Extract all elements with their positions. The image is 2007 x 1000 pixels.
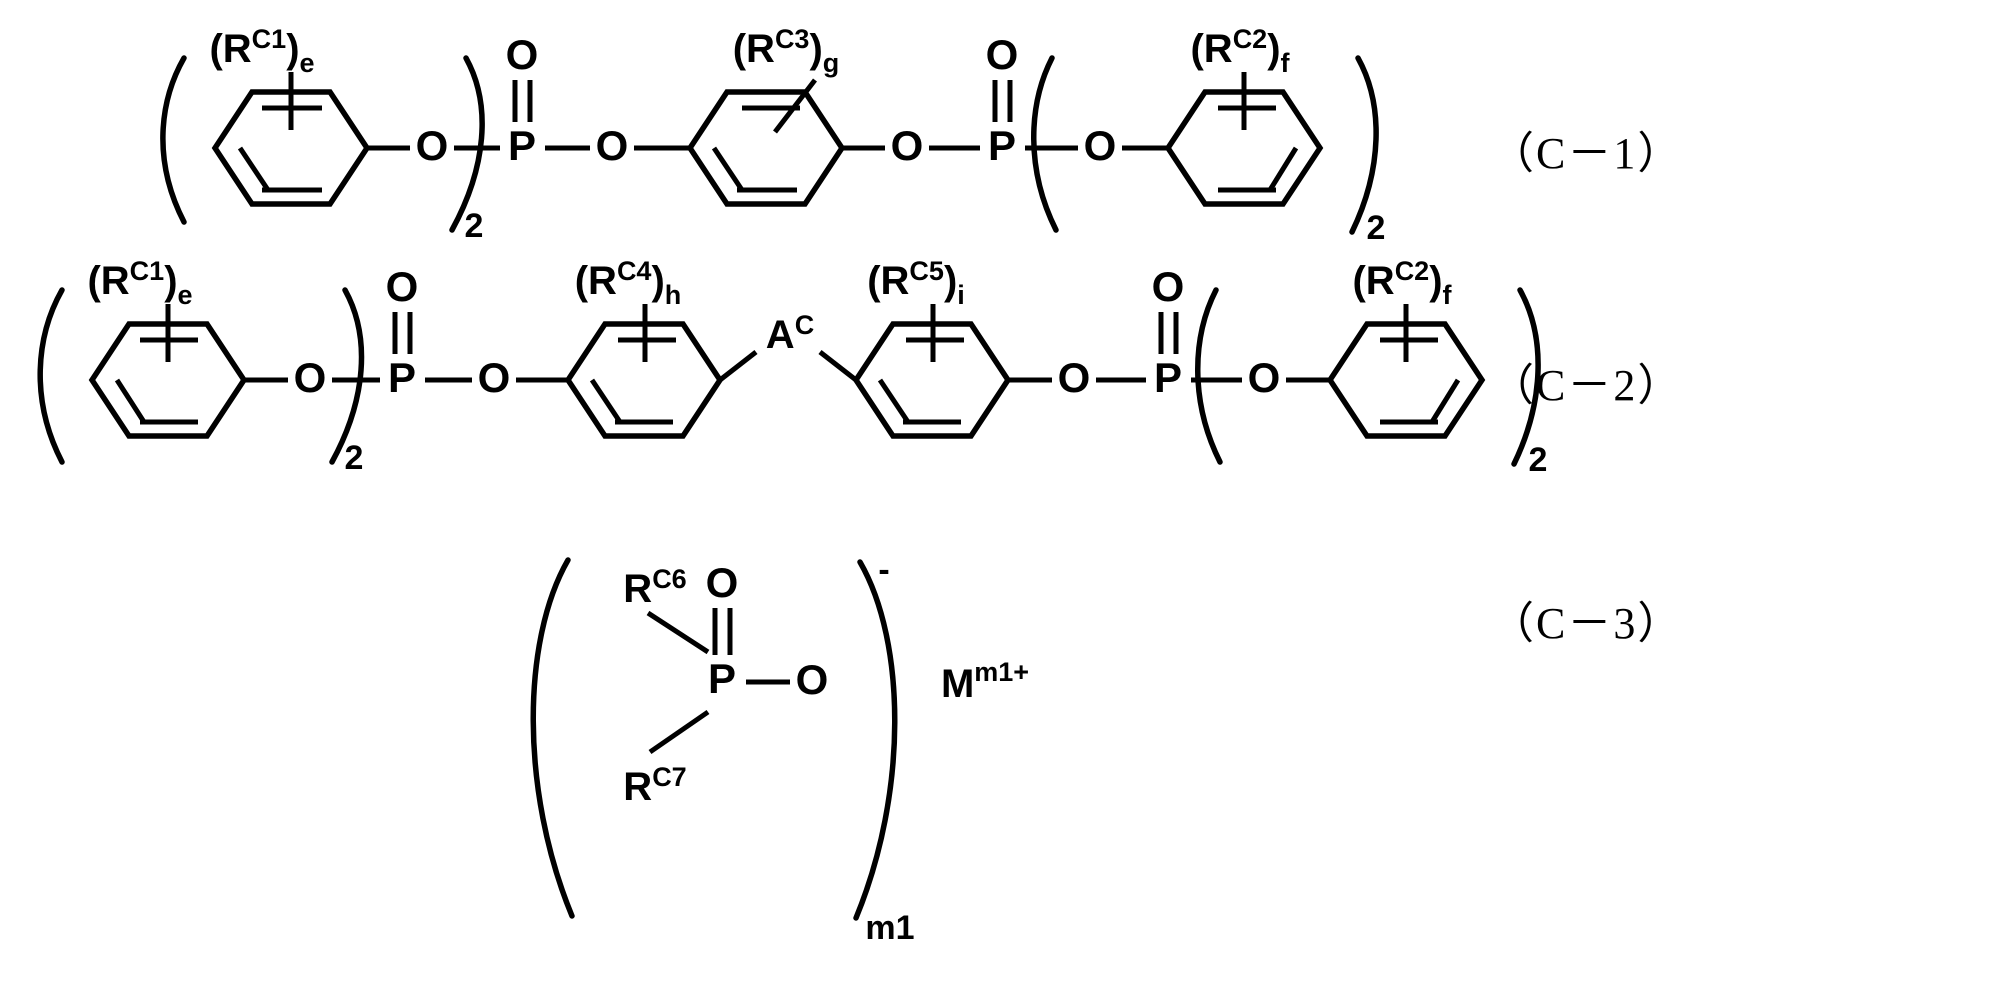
c2-group-rc5: (RC5)i bbox=[867, 256, 965, 310]
c2-bond-bridge-ring-right bbox=[818, 350, 858, 382]
c2-atom-p1: P bbox=[388, 354, 416, 401]
c2-right-paren-close-icon bbox=[1511, 287, 1541, 467]
c1-group-rc2: (RC2)f bbox=[1190, 24, 1290, 78]
c1-atom-p1: P bbox=[508, 122, 536, 169]
c1-left-bracket-group bbox=[160, 55, 187, 225]
c2-group-rc1: (RC1)e bbox=[87, 256, 192, 310]
c2-subscript-2-right: 2 bbox=[1529, 441, 1548, 479]
c2-subscript-2-left: 2 bbox=[345, 439, 364, 477]
c1-left-paren-close-icon bbox=[449, 55, 485, 233]
c1-atom-o1: O bbox=[416, 122, 449, 169]
c3-charge-minus: - bbox=[878, 551, 889, 589]
c3-subscript-m1: m1 bbox=[865, 909, 914, 947]
c2-group-rc2: (RC2)f bbox=[1352, 256, 1452, 310]
c1-subscript-2-right: 2 bbox=[1367, 209, 1386, 247]
c1-atom-o-double-1: O bbox=[506, 31, 539, 78]
formula-label-c2: （C－2） bbox=[1490, 361, 1683, 410]
c2-group-rc4: (RC4)h bbox=[575, 256, 682, 310]
c1-subscript-2-left: 2 bbox=[465, 207, 484, 245]
c2-atom-o-double-1: O bbox=[386, 263, 419, 310]
c1-right-paren-close-icon bbox=[1349, 55, 1379, 235]
c1-right-paren-open-icon bbox=[1031, 55, 1059, 233]
c2-atom-o4: O bbox=[1248, 354, 1281, 401]
formula-label-c1: （C－1） bbox=[1490, 129, 1683, 178]
c1-atom-o4: O bbox=[1084, 122, 1117, 169]
c2-bond-ring-bridge-left bbox=[718, 350, 758, 382]
c2-ring-right bbox=[1326, 321, 1486, 439]
c2-bridge-group-ac: AC bbox=[766, 310, 814, 357]
c2-left-paren-open-icon bbox=[37, 287, 65, 465]
c3-bond-rc6-p bbox=[646, 610, 710, 655]
c2-atom-o-double-2: O bbox=[1152, 263, 1185, 310]
c3-counter-ion-m: Mm1+ bbox=[941, 657, 1029, 706]
c3-atom-o-double: O bbox=[706, 559, 739, 606]
c3-group-rc6: RC6 bbox=[623, 564, 686, 611]
c3-atom-o-anion: O bbox=[796, 656, 829, 703]
c2-atom-o2: O bbox=[478, 354, 511, 401]
c1-ring-right bbox=[1164, 89, 1324, 207]
c3-bond-rc7-p bbox=[648, 709, 710, 755]
c1-atom-p2: P bbox=[988, 122, 1016, 169]
c1-group-rc1: (RC1)e bbox=[209, 24, 314, 78]
c3-paren-close-icon bbox=[853, 559, 898, 921]
c2-left-paren-close-icon bbox=[329, 287, 365, 465]
formula-label-c3: （C－3） bbox=[1490, 599, 1683, 648]
c1-substituent-bond-center bbox=[773, 78, 817, 134]
c2-atom-o1: O bbox=[294, 354, 327, 401]
c1-atom-o3: O bbox=[891, 122, 924, 169]
c1-group-rc3: (RC3)g bbox=[733, 24, 840, 78]
c2-right-paren-open-icon bbox=[1195, 287, 1223, 465]
c1-atom-o2: O bbox=[596, 122, 629, 169]
left-paren-open-icon bbox=[160, 55, 187, 225]
c1-atom-o-double-2: O bbox=[986, 31, 1019, 78]
c2-atom-o3: O bbox=[1058, 354, 1091, 401]
c3-atom-p: P bbox=[708, 655, 736, 702]
c3-group-rc7: RC7 bbox=[623, 762, 686, 809]
c3-paren-open-icon bbox=[530, 557, 575, 919]
c2-atom-p2: P bbox=[1154, 354, 1182, 401]
